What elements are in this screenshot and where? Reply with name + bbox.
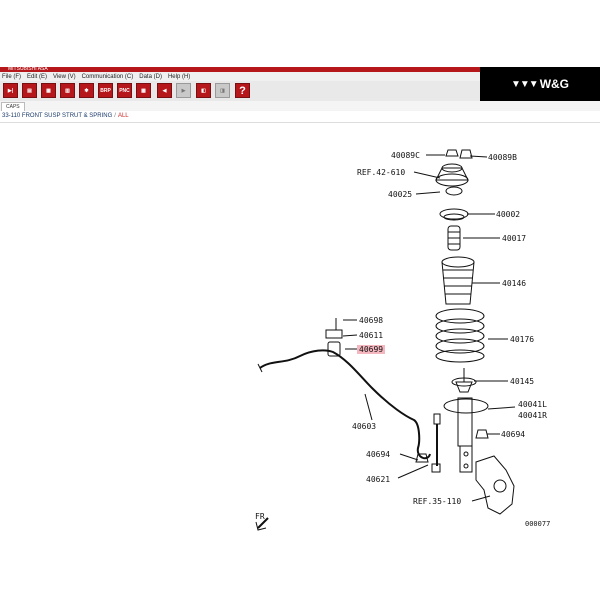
spring-coil xyxy=(435,318,485,334)
dust-boot xyxy=(441,261,475,305)
title-bar: MITSUBISHI ASA xyxy=(0,67,480,72)
forward-icon[interactable]: ▶ xyxy=(176,83,191,98)
brand-logo: ▼▼▼ W&G xyxy=(480,67,600,101)
front-arrow xyxy=(257,517,269,529)
back-icon[interactable]: ◀ xyxy=(157,83,172,98)
part-label[interactable]: 40002 xyxy=(496,210,521,219)
breadcrumb-section[interactable]: 33-110 FRONT SUSP STRUT & SPRING xyxy=(2,113,113,119)
save-icon[interactable]: ▤ xyxy=(22,83,37,98)
document-icon[interactable]: ▥ xyxy=(60,83,75,98)
brp-button[interactable]: BRP xyxy=(98,83,113,98)
menu-file[interactable]: File (F) xyxy=(2,73,21,80)
brand-mark: ▼▼▼ xyxy=(510,78,539,90)
part-label[interactable]: 40611 xyxy=(359,331,384,340)
strut-bolt-hole xyxy=(463,463,469,469)
spring-seat-inner xyxy=(443,213,465,221)
breadcrumb-separator: / xyxy=(114,113,116,119)
link-nut xyxy=(415,453,429,463)
spring-coil xyxy=(435,308,485,324)
menu-edit[interactable]: Edit (E) xyxy=(27,73,48,80)
part-label[interactable]: 40089B xyxy=(488,153,517,162)
strut-cap xyxy=(451,377,477,387)
menu-communication[interactable]: Communication (C) xyxy=(81,73,134,80)
tab-row: CAPS xyxy=(0,101,600,111)
nut-40089b xyxy=(459,149,473,159)
settings-icon[interactable]: ✱ xyxy=(79,83,94,98)
brand-name: W&G xyxy=(539,77,570,91)
spring-coil xyxy=(435,349,485,363)
part-label[interactable]: 40603 xyxy=(352,422,377,431)
part-label[interactable]: 40041L xyxy=(518,400,547,409)
part-label[interactable]: 40089C xyxy=(391,151,420,160)
leader-line xyxy=(342,334,358,337)
bearing xyxy=(445,186,463,196)
tab-caps[interactable]: CAPS xyxy=(1,102,25,111)
exit-icon[interactable]: ▶| xyxy=(3,83,18,98)
menu-help[interactable]: Help (H) xyxy=(167,73,191,80)
strut-bolt-hole xyxy=(463,451,469,457)
strut-mount-top xyxy=(441,163,463,173)
diagram-drawing xyxy=(255,149,516,531)
leader-line xyxy=(487,406,516,410)
app-title: MITSUBISHI ASA xyxy=(8,66,48,72)
part-label[interactable]: 40621 xyxy=(366,475,391,484)
stabilizer-link-top xyxy=(433,413,441,425)
strut-lower-seat xyxy=(443,398,489,414)
figure-id: 000077 xyxy=(525,520,551,528)
leader-line xyxy=(471,495,491,502)
front-arrow-head xyxy=(255,521,267,531)
part-label[interactable]: REF.35-110 xyxy=(413,497,462,506)
strut-mount-base xyxy=(435,173,469,187)
stabilizer-link-bottom xyxy=(431,463,441,473)
paste-icon[interactable]: ◨ xyxy=(215,83,230,98)
nut-40694 xyxy=(475,429,489,439)
knuckle-hub xyxy=(493,479,507,493)
stabilizer-bushing xyxy=(327,341,341,357)
parts-diagram: 40089C 40089B REF.42-610 40025 40002 400… xyxy=(0,124,600,544)
part-label-highlighted[interactable]: 40699 xyxy=(357,345,386,354)
part-label[interactable]: 40694 xyxy=(501,430,526,439)
spring-seat xyxy=(439,208,469,220)
leader-line xyxy=(469,155,488,158)
strut-bracket xyxy=(459,445,473,473)
part-label[interactable]: 40145 xyxy=(510,377,535,386)
print-icon[interactable]: ▦ xyxy=(41,83,56,98)
menu-view[interactable]: View (V) xyxy=(53,73,76,80)
part-label[interactable]: 40041R xyxy=(518,411,547,420)
breadcrumb-current: ALL xyxy=(117,113,129,119)
strut-body xyxy=(457,397,473,447)
part-label[interactable]: 40017 xyxy=(502,234,527,243)
toolbar: ▶| ▤ ▦ ▥ ✱ BRP PNC ▦ ◀ ▶ ◧ ◨ ? xyxy=(0,81,480,101)
copy-icon[interactable]: ◧ xyxy=(196,83,211,98)
spring-coil xyxy=(435,328,485,344)
steering-knuckle xyxy=(475,455,515,515)
leader-line xyxy=(364,393,373,421)
dust-boot-top xyxy=(441,256,475,268)
leader-line xyxy=(413,171,441,179)
menu-bar: File (F) Edit (E) View (V) Communication… xyxy=(0,72,480,81)
top-strip: MITSUBISHI ASA File (F) Edit (E) View (V… xyxy=(0,67,600,101)
leader-line xyxy=(397,464,429,479)
part-label[interactable]: 40698 xyxy=(359,316,384,325)
breadcrumb: 33-110 FRONT SUSP STRUT & SPRING/ALL xyxy=(0,111,600,123)
nut-40089c xyxy=(445,149,459,157)
stabilizer-bar-end xyxy=(257,363,263,373)
front-direction-label: FR xyxy=(255,512,265,521)
leader-line xyxy=(399,453,419,461)
stabilizer-bar xyxy=(259,349,431,460)
part-label[interactable]: 40694 xyxy=(366,450,391,459)
part-label[interactable]: REF.42-610 xyxy=(357,168,406,177)
bushing-bracket xyxy=(325,329,343,339)
part-label[interactable]: 40176 xyxy=(510,335,535,344)
part-label[interactable]: 40146 xyxy=(502,279,527,288)
strut-cap-body xyxy=(455,381,473,393)
pnc-button[interactable]: PNC xyxy=(117,83,132,98)
spring-coil xyxy=(435,338,485,354)
part-label[interactable]: 40025 xyxy=(388,190,413,199)
help-icon[interactable]: ? xyxy=(235,83,250,98)
menu-data[interactable]: Data (D) xyxy=(139,73,162,80)
leader-line xyxy=(415,191,441,195)
grid-icon[interactable]: ▦ xyxy=(136,83,151,98)
